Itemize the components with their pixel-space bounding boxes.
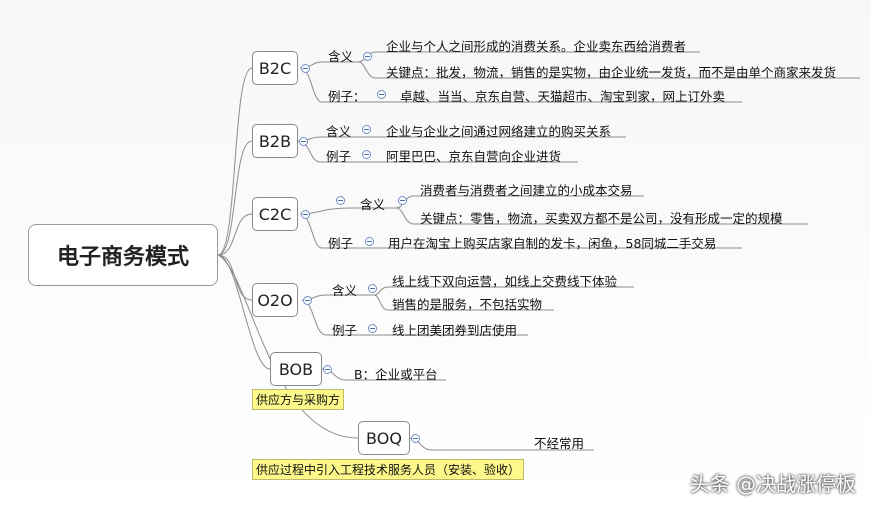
bob-child-text[interactable]: B：企业或平台 — [354, 367, 438, 382]
o2o-example-text[interactable]: 线上团美团券到店使用 — [392, 323, 518, 338]
c2c-example-text[interactable]: 用户在淘宝上购买店家自制的发卡，闲鱼，58同城二手交易 — [388, 236, 717, 251]
b2c-meaning-text-1[interactable]: 企业与个人之间形成的消费关系。企业卖东西给消费者 — [386, 39, 687, 54]
b2c-meaning-label[interactable]: 含义 — [328, 49, 354, 64]
b2c-example-label[interactable]: 例子： — [328, 89, 366, 104]
b2b-example-text[interactable]: 阿里巴巴、京东自营向企业进货 — [386, 149, 562, 164]
branch-b2c[interactable]: B2C — [252, 51, 298, 85]
b2b-meaning-text[interactable]: 企业与企业之间通过网络建立的购买关系 — [386, 124, 612, 139]
branch-o2o[interactable]: O2O — [252, 283, 298, 317]
b2b-example-collapse-icon[interactable] — [362, 150, 371, 159]
b2b-meaning-label[interactable]: 含义 — [326, 124, 352, 139]
b2c-example-collapse-icon[interactable] — [377, 90, 386, 99]
o2o-meaning-text-2[interactable]: 销售的是服务，不包括实物 — [392, 297, 543, 312]
b2c-meaning-collapse-icon[interactable] — [363, 52, 372, 61]
c2c-collapse-icon[interactable] — [301, 210, 310, 219]
b2c-collapse-icon[interactable] — [301, 64, 310, 73]
bob-note[interactable]: 供应方与采购方 — [252, 389, 345, 410]
c2c-meaning-outer-collapse-icon[interactable] — [336, 196, 345, 205]
bob-collapse-icon[interactable] — [323, 365, 332, 374]
o2o-meaning-collapse-icon[interactable] — [368, 284, 377, 293]
root-topic[interactable]: 电子商务模式 — [28, 224, 218, 286]
b2c-meaning-text-2[interactable]: 关键点：批发，物流，销售的是实物，由企业统一发货，而不是由单个商家来发货 — [386, 65, 837, 80]
b2b-collapse-icon[interactable] — [299, 137, 308, 146]
c2c-meaning-text-1[interactable]: 消费者与消费者之间建立的小成本交易 — [420, 183, 633, 198]
c2c-meaning-label[interactable]: 含义 — [360, 197, 386, 212]
c2c-example-label[interactable]: 例子 — [328, 236, 354, 251]
c2c-meaning-text-2[interactable]: 关键点：零售，物流，买卖双方都不是公司，没有形成一定的规模 — [420, 211, 783, 226]
branch-b2b[interactable]: B2B — [252, 124, 298, 158]
c2c-example-collapse-icon[interactable] — [365, 237, 374, 246]
watermark-text: 头条 @决战涨停板 — [689, 472, 856, 496]
branch-boq[interactable]: BOQ — [358, 421, 410, 455]
o2o-collapse-icon[interactable] — [303, 296, 312, 305]
o2o-meaning-label[interactable]: 含义 — [332, 283, 358, 298]
boq-note[interactable]: 供应过程中引入工程技术服务人员（安装、验收） — [252, 459, 525, 480]
branch-bob[interactable]: BOB — [270, 352, 322, 386]
o2o-meaning-text-1[interactable]: 线上线下双向运营，如线上交费线下体验 — [392, 274, 618, 289]
b2b-example-label[interactable]: 例子 — [326, 149, 352, 164]
b2c-example-text[interactable]: 卓越、当当、京东自营、天猫超市、淘宝到家，网上订外卖 — [400, 89, 726, 104]
branch-c2c[interactable]: C2C — [252, 197, 298, 231]
b2b-meaning-collapse-icon[interactable] — [362, 125, 371, 134]
o2o-example-label[interactable]: 例子 — [332, 323, 358, 338]
c2c-meaning-collapse-icon[interactable] — [398, 196, 407, 205]
o2o-example-collapse-icon[interactable] — [368, 324, 377, 333]
boq-collapse-icon[interactable] — [411, 434, 420, 443]
boq-child-text[interactable]: 不经常用 — [534, 436, 585, 451]
